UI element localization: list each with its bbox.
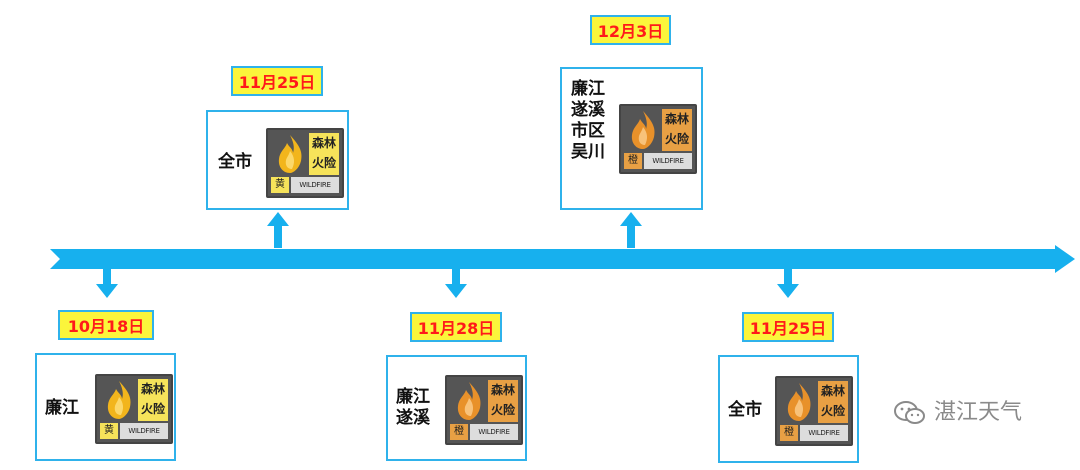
watermark: 湛江天气 <box>893 394 1022 426</box>
watermark-text: 湛江天气 <box>934 400 1023 425</box>
warning-english: WILDFIRE <box>291 177 339 193</box>
warning-level: 黄 <box>271 177 289 193</box>
flame-icon <box>457 382 481 420</box>
region-label: 廉江 <box>45 398 79 418</box>
warning-english: WILDFIRE <box>644 153 692 169</box>
date-label: 12月3日 <box>590 15 671 45</box>
down-arrow-3 <box>445 262 467 298</box>
warning-level: 黄 <box>100 423 118 439</box>
down-arrow-1 <box>96 262 118 298</box>
date-label: 11月25日 <box>742 312 834 342</box>
warning-level: 橙 <box>624 153 642 169</box>
wechat-icon <box>894 401 925 424</box>
date-label: 11月28日 <box>410 312 502 342</box>
region-label: 廉江 遂溪 市区 吴川 <box>571 79 605 162</box>
event-card: 廉江 遂溪 市区 吴川 森林火险 橙 WILDFIRE <box>560 67 703 210</box>
warning-title: 森林火险 <box>309 133 339 175</box>
forest-fire-warning-icon: 森林火险 橙 WILDFIRE <box>619 104 697 174</box>
warning-title: 森林火险 <box>138 379 168 421</box>
forest-fire-warning-icon: 森林火险 橙 WILDFIRE <box>775 376 853 446</box>
warning-title: 森林火险 <box>818 381 848 423</box>
warning-english: WILDFIRE <box>800 425 848 441</box>
up-arrow-2 <box>267 212 289 248</box>
forest-fire-warning-icon: 森林火险 黄 WILDFIRE <box>266 128 344 198</box>
warning-english: WILDFIRE <box>120 423 168 439</box>
flame-icon <box>278 135 302 173</box>
warning-title: 森林火险 <box>662 109 692 151</box>
warning-level: 橙 <box>780 425 798 441</box>
up-arrow-4 <box>620 212 642 248</box>
flame-icon <box>631 111 655 149</box>
date-label: 10月18日 <box>58 310 154 340</box>
region-label: 全市 <box>728 400 762 420</box>
warning-title: 森林火险 <box>488 380 518 422</box>
warning-level: 橙 <box>450 424 468 440</box>
event-card: 廉江 森林火险 黄 WILDFIRE <box>35 353 176 461</box>
event-card: 廉江 遂溪 森林火险 橙 WILDFIRE <box>386 355 527 461</box>
down-arrow-5 <box>777 262 799 298</box>
flame-icon <box>787 383 811 421</box>
event-card: 全市 森林火险 黄 WILDFIRE <box>206 110 349 210</box>
region-label: 全市 <box>218 152 252 172</box>
forest-fire-warning-icon: 森林火险 黄 WILDFIRE <box>95 374 173 444</box>
event-card: 全市 森林火险 橙 WILDFIRE <box>718 355 859 463</box>
flame-icon <box>107 381 131 419</box>
warning-english: WILDFIRE <box>470 424 518 440</box>
region-label: 廉江 遂溪 <box>396 387 430 428</box>
forest-fire-warning-icon: 森林火险 橙 WILDFIRE <box>445 375 523 445</box>
timeline-arrow <box>50 245 1075 273</box>
date-label: 11月25日 <box>231 66 323 96</box>
